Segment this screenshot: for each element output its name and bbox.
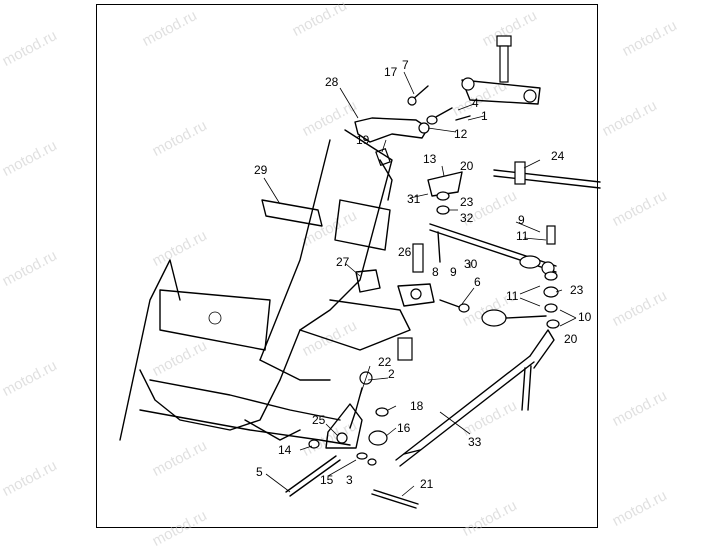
callout-12: 12 [454, 127, 468, 141]
callout-6: 6 [474, 275, 481, 289]
callout-17: 17 [384, 65, 398, 79]
callout-21: 21 [420, 477, 434, 491]
callout-16: 16 [397, 421, 411, 435]
callout-8: 8 [432, 265, 439, 279]
callout-26: 26 [398, 245, 412, 259]
callout-30: 30 [464, 257, 478, 271]
callout-29: 29 [254, 163, 268, 177]
top-bolts [407, 85, 471, 125]
leader-lines [263, 71, 577, 497]
steering-stem [461, 35, 541, 105]
exploded-parts-drawing [119, 35, 601, 509]
bracket-31 [427, 171, 463, 215]
callout-5: 5 [256, 465, 263, 479]
callout-19: 19 [356, 133, 370, 147]
long-rod-33 [395, 329, 555, 467]
callout-20-top: 20 [460, 159, 474, 173]
callout-20-bottom: 20 [564, 332, 578, 346]
callout-10: 10 [578, 310, 592, 324]
callout-33: 33 [468, 435, 482, 449]
callout-13: 13 [423, 152, 437, 166]
cable-24 [493, 161, 601, 189]
callout-9-right: 9 [518, 213, 525, 227]
callout-14: 14 [278, 443, 292, 457]
callout-9-mid: 9 [450, 265, 457, 279]
diagram-frame [96, 4, 598, 528]
callout-11-mid: 11 [506, 289, 519, 303]
tie-rod [429, 223, 557, 275]
cable-tie-21 [371, 489, 419, 509]
bracket-27 [355, 269, 435, 307]
callout-25: 25 [312, 413, 326, 427]
callout-31: 31 [407, 192, 421, 206]
rod-end [481, 309, 547, 327]
right-joint-stack [543, 225, 560, 329]
frame-body [119, 129, 411, 446]
callout-32: 32 [460, 211, 474, 225]
callout-18: 18 [410, 399, 424, 413]
callout-7: 7 [402, 58, 409, 72]
callout-23-top: 23 [460, 195, 474, 209]
callout-2: 2 [388, 367, 395, 381]
bolt-6 [439, 299, 470, 313]
callout-27: 27 [336, 255, 350, 269]
plate-29 [261, 199, 323, 227]
callout-23-right: 23 [570, 283, 584, 297]
callout-11-top: 11 [516, 229, 529, 243]
bolts-26-8-9 [412, 231, 441, 273]
callout-22: 22 [378, 355, 392, 369]
lower-bracket [285, 403, 421, 497]
callout-3: 3 [346, 473, 353, 487]
upper-bracket [354, 117, 430, 167]
callout-4: 4 [472, 96, 479, 110]
callout-1: 1 [481, 109, 488, 123]
callout-15: 15 [320, 473, 334, 487]
callout-28: 28 [325, 75, 339, 89]
callout-24: 24 [551, 149, 565, 163]
